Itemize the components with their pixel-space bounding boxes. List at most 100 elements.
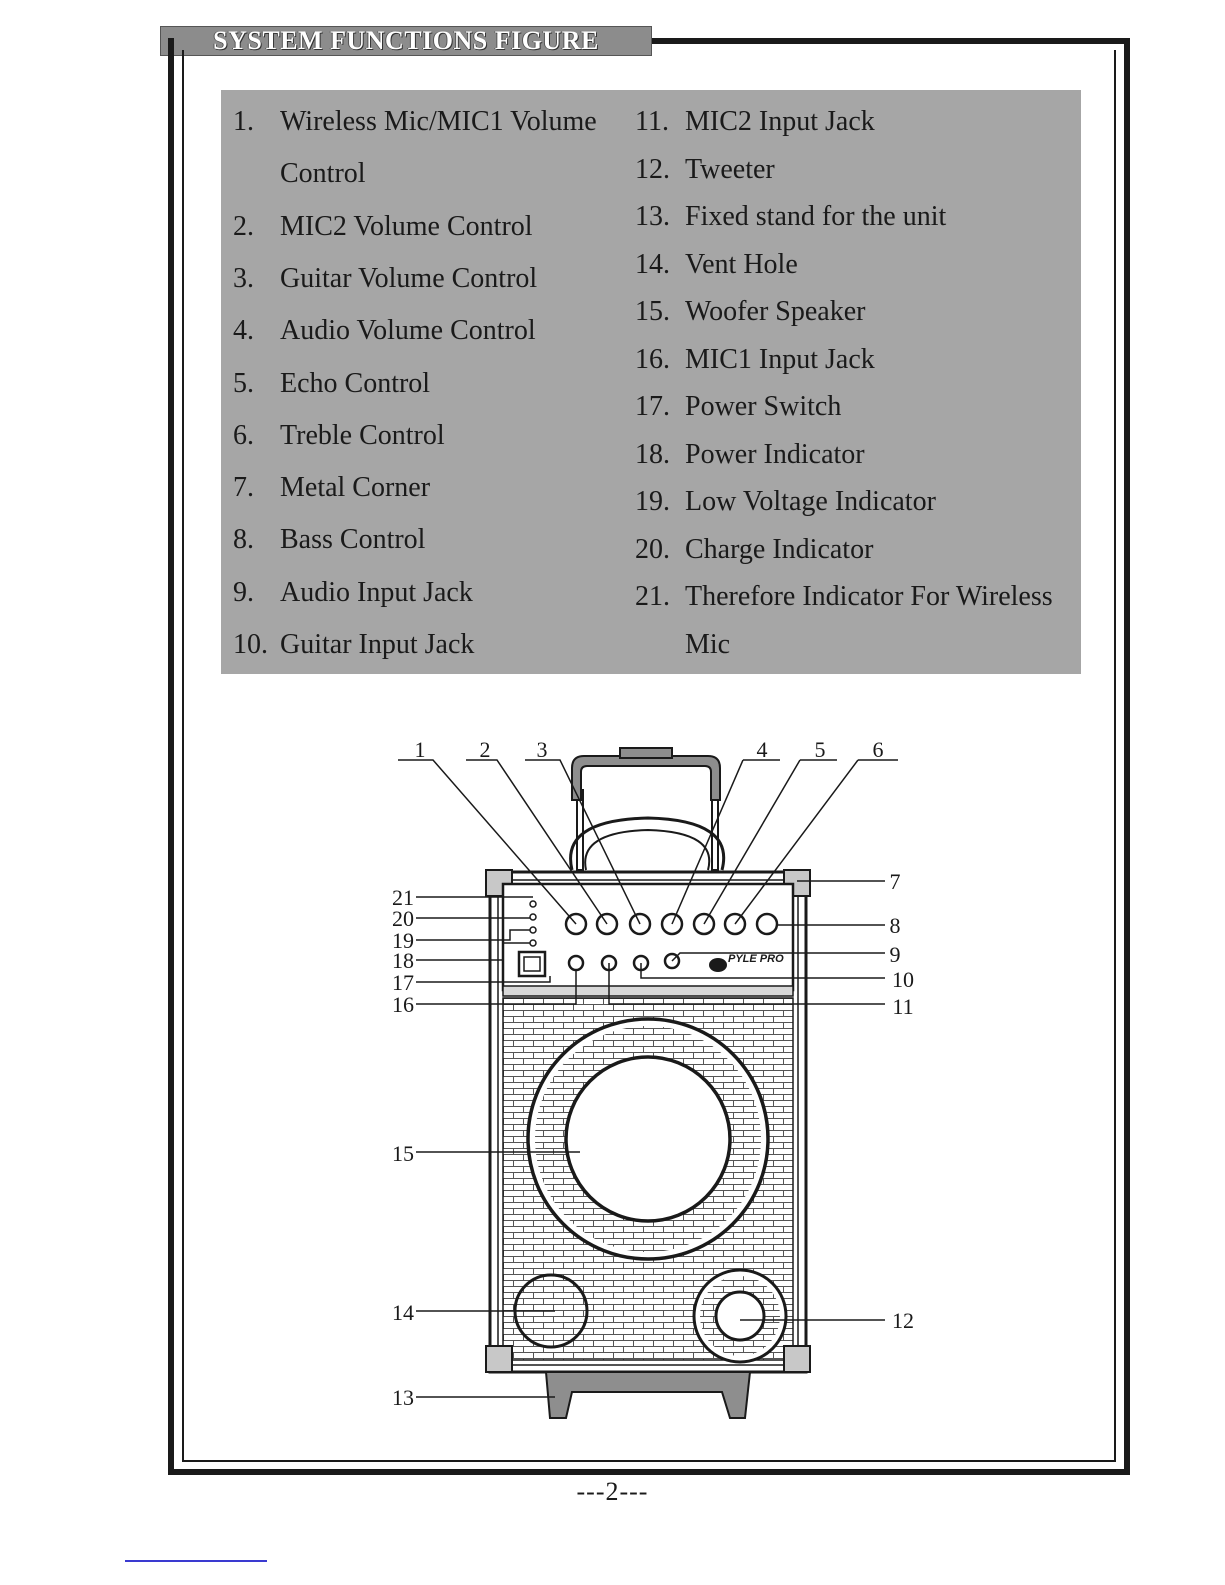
legend-number: 9. [233, 576, 254, 608]
leader-line [671, 952, 885, 962]
inner-page-frame [182, 50, 1116, 1462]
title-rule [652, 38, 1130, 44]
legend-label: MIC2 Volume Control [280, 210, 533, 242]
carry-strap [569, 816, 726, 871]
indicator-led [529, 900, 537, 908]
leader-line [416, 976, 551, 983]
callout-label: 2 [480, 737, 491, 762]
legend-label: Vent Hole [685, 248, 798, 280]
legend-label: Power Indicator [685, 438, 865, 470]
trolley-handle [571, 747, 721, 871]
legend-label: Wireless Mic/MIC1 Volume [280, 106, 597, 137]
legend-label: Power Switch [685, 391, 842, 422]
logo-text: PYLE PRO [728, 953, 784, 965]
callout-label: 19 [392, 928, 414, 953]
brand-logo: PYLE PRO [709, 953, 784, 972]
legend-label: Mic [685, 628, 731, 660]
legend-number: 16. [635, 343, 670, 375]
legend-number: 8. [233, 524, 254, 556]
footer-rule [125, 1560, 267, 1562]
legend-label: Audio Input Jack [280, 576, 473, 608]
callout-label: 10 [892, 967, 914, 992]
legend-number: 12. [635, 153, 670, 185]
callout-label: 6 [873, 737, 884, 762]
leader-line [671, 759, 744, 925]
leader-line [608, 963, 885, 1005]
callout-label: 13 [392, 1385, 414, 1410]
leader-line [416, 971, 577, 1005]
callout-label: 14 [392, 1300, 414, 1325]
legend-number: 10. [233, 629, 268, 660]
callout-label: 3 [537, 737, 548, 762]
legend-label: MIC1 Input Jack [685, 343, 875, 375]
indicator-led [529, 913, 537, 921]
legend-number: 17. [635, 391, 670, 422]
legend-number: 3. [233, 262, 254, 294]
leader-line [640, 963, 885, 979]
leader-line [416, 942, 530, 961]
legend-label: Treble Control [280, 419, 445, 451]
legend-label: Therefore Indicator For Wireless [685, 581, 1053, 612]
legend-label: Tweeter [685, 153, 775, 185]
legend-number: 20. [635, 533, 670, 565]
legend-label: Control [280, 158, 366, 190]
leader-line [703, 759, 801, 925]
legend-number: 11. [635, 106, 669, 137]
power-switch [517, 950, 547, 978]
legend-number: 13. [635, 201, 670, 232]
legend-label: Fixed stand for the unit [685, 201, 947, 232]
callout-label: 5 [815, 737, 826, 762]
tweeter [692, 1268, 788, 1364]
callout-label: 1 [415, 737, 426, 762]
callout-label: 4 [757, 737, 768, 762]
section-title: SYSTEM FUNCTIONS FIGURE [213, 26, 599, 55]
legend-label: Bass Control [280, 524, 426, 556]
legend-number: 19. [635, 486, 670, 517]
legend-label: Guitar Input Jack [280, 629, 475, 660]
legend-label: Charge Indicator [685, 533, 874, 565]
legend-label: Low Voltage Indicator [685, 486, 936, 517]
fixed-stand [544, 1371, 752, 1419]
legend-label: Audio Volume Control [280, 315, 536, 347]
legend-number: 18. [635, 438, 670, 470]
input-jack [567, 954, 585, 972]
callout-label: 20 [392, 906, 414, 931]
callout-label: 8 [890, 913, 901, 938]
woofer-speaker [526, 1017, 770, 1261]
callout-label: 17 [392, 970, 414, 995]
legend-number: 21. [635, 581, 670, 612]
legend-number: 2. [233, 210, 254, 242]
callout-label: 18 [392, 948, 414, 973]
callout-label: 16 [392, 992, 414, 1017]
callout-label: 7 [890, 869, 901, 894]
legend-number: 7. [233, 472, 254, 504]
legend-number: 4. [233, 315, 254, 347]
leader-line [398, 759, 577, 925]
leader-line [466, 759, 608, 925]
legend-number: 6. [233, 419, 254, 451]
callout-label: 11 [892, 994, 913, 1019]
callout-leader-lines [398, 759, 898, 1398]
callout-label: 15 [392, 1141, 414, 1166]
leader-line [525, 759, 641, 925]
legend-number: 14. [635, 248, 670, 280]
legend-label: Metal Corner [280, 472, 431, 504]
callout-label: 12 [892, 1308, 914, 1333]
section-title-banner: SYSTEM FUNCTIONS FIGURE [160, 26, 652, 56]
outer-page-frame [168, 38, 1130, 1475]
indicator-led [529, 926, 537, 934]
legend-label: MIC2 Input Jack [685, 106, 875, 137]
legend-label: Echo Control [280, 367, 431, 399]
indicator-led [529, 939, 537, 947]
control-knob [755, 912, 779, 936]
page-number: ---2--- [576, 1477, 649, 1506]
control-panel [501, 882, 795, 997]
legend-label: Guitar Volume Control [280, 262, 538, 294]
legend-number: 15. [635, 296, 670, 327]
legend-number: 1. [233, 106, 254, 137]
indicator-leds [529, 900, 537, 947]
leader-line [416, 929, 530, 941]
callout-label: 9 [890, 942, 901, 967]
